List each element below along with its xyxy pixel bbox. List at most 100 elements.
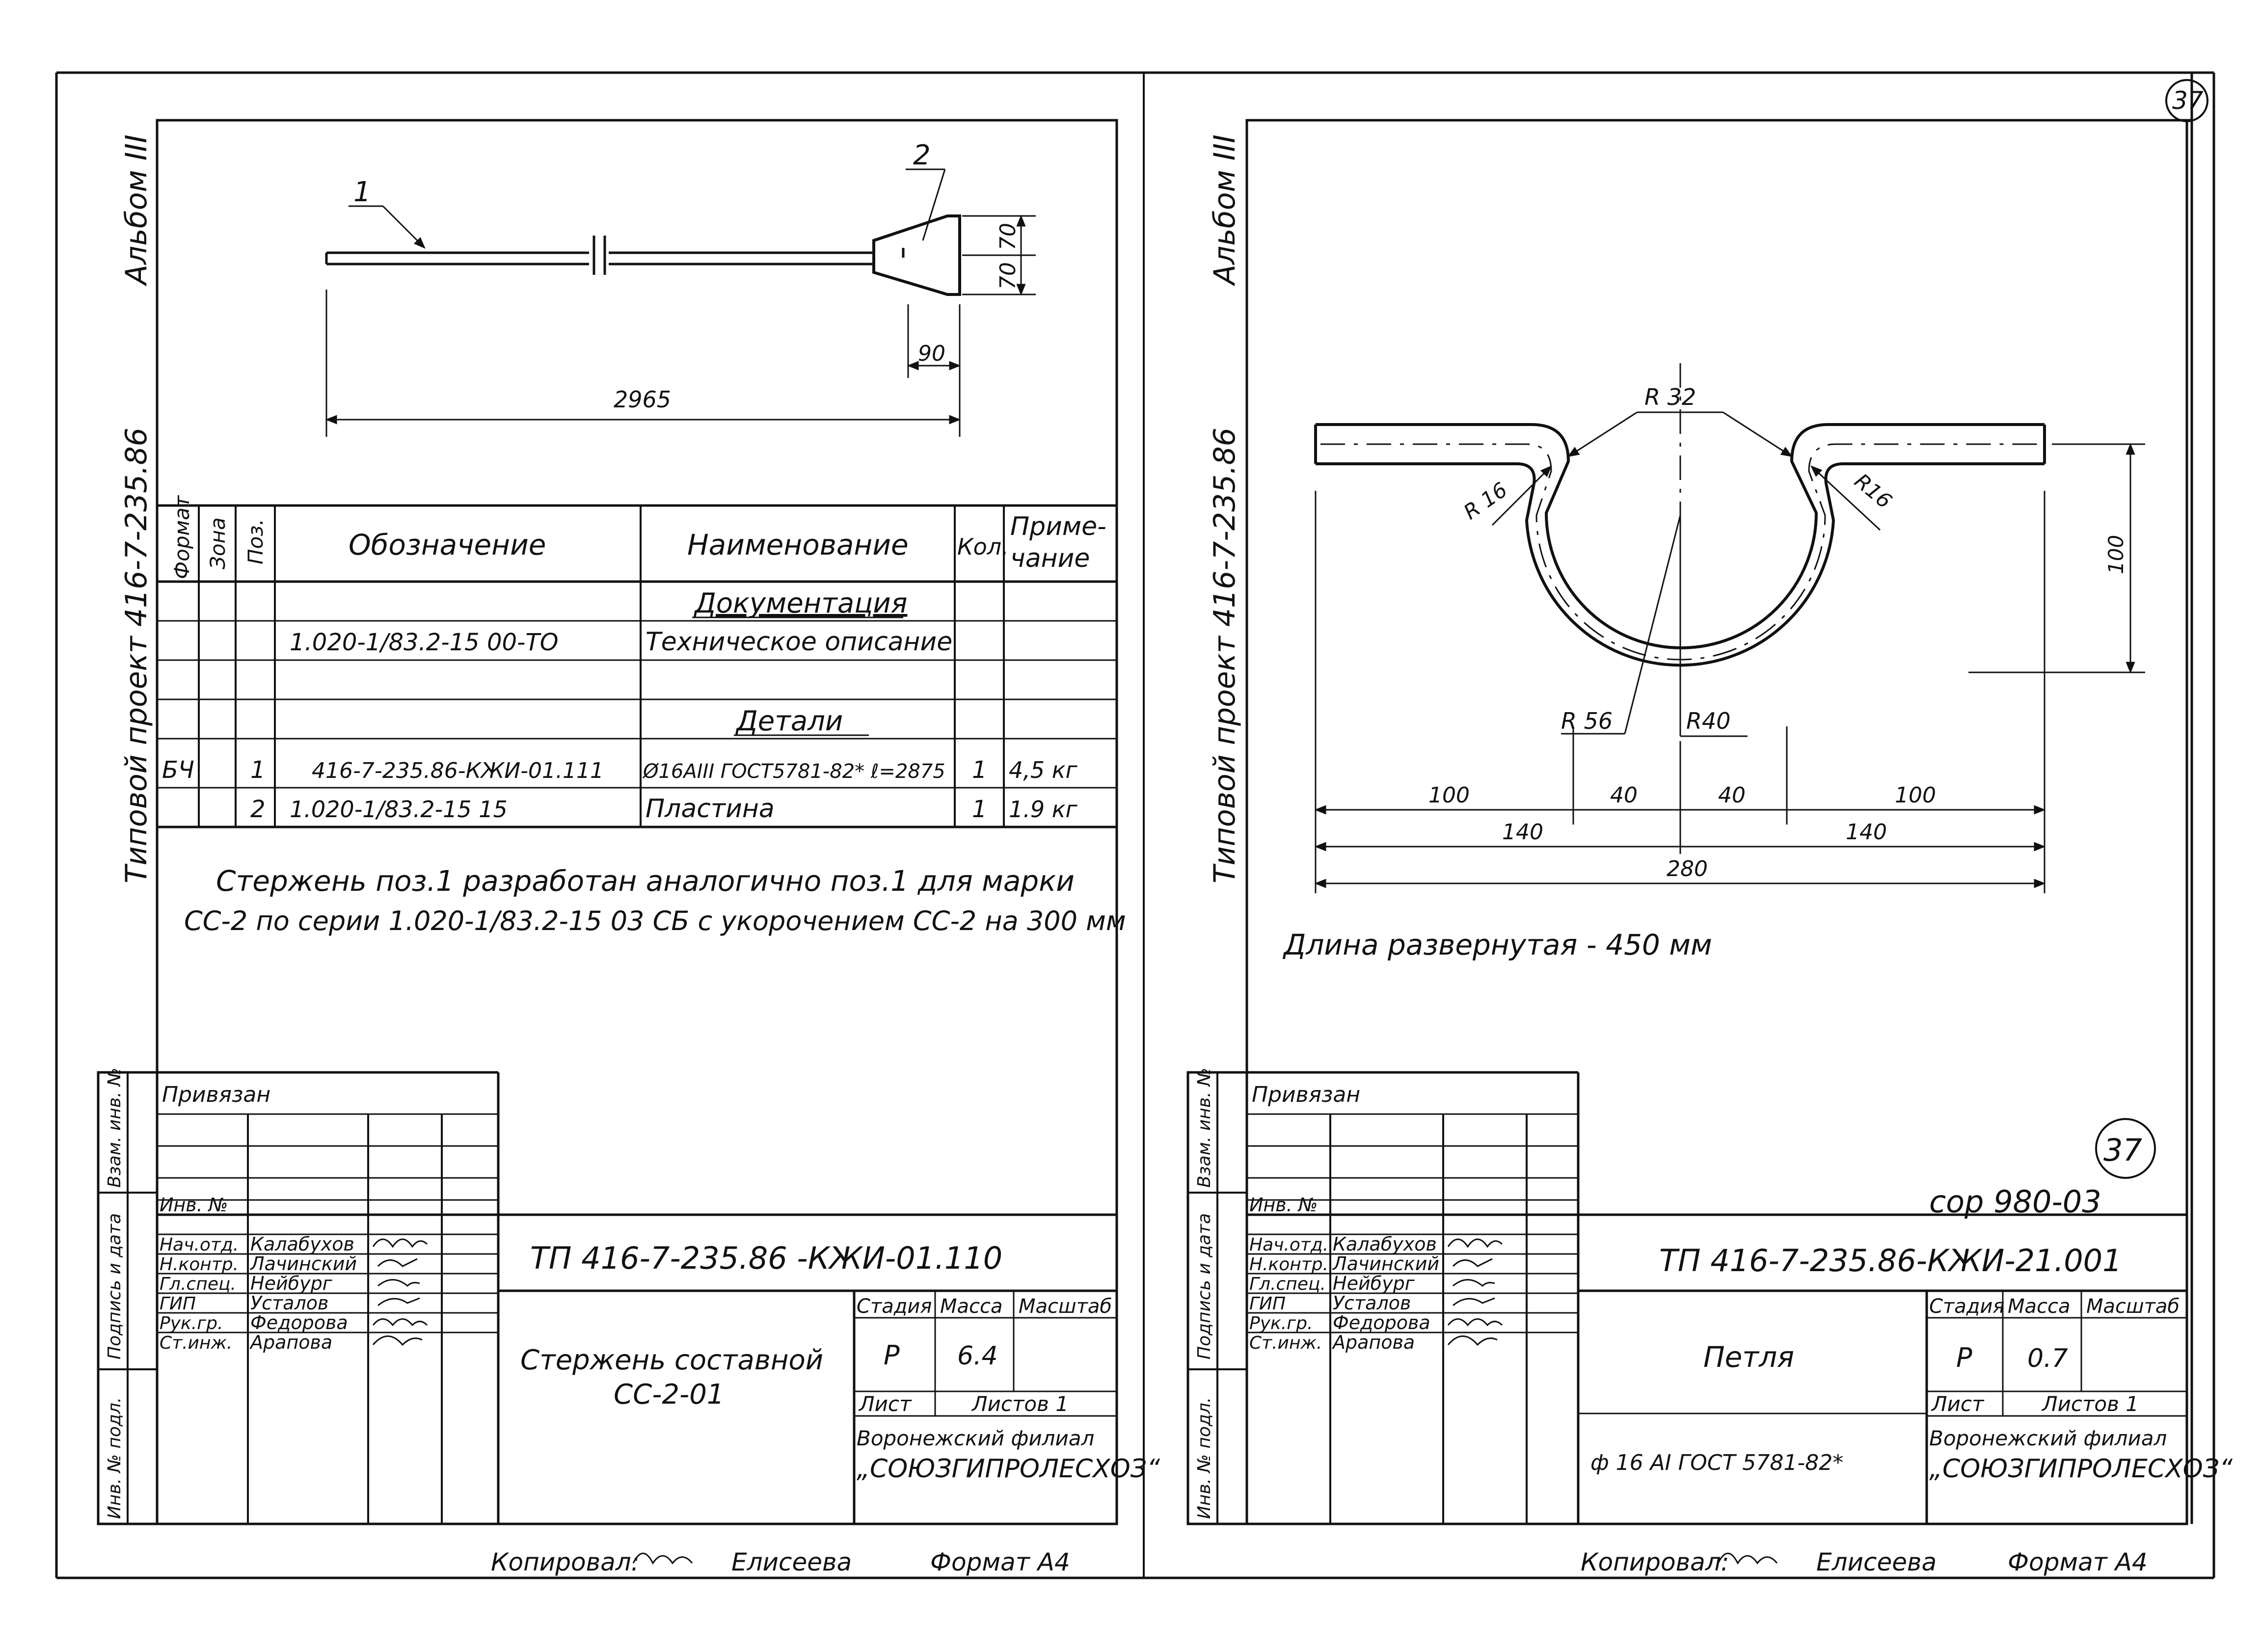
spec-section-docs: Документация xyxy=(693,587,907,619)
right-copied-label: Копировал: xyxy=(1581,1548,1729,1576)
left-sheet-label: Лист xyxy=(858,1392,912,1416)
label-r56: R 56 xyxy=(1561,708,1613,734)
dim-row2-b: 140 xyxy=(1846,820,1887,845)
label-r16-left: R 16 xyxy=(1459,478,1512,524)
right-signers: Нач.отд. Калабухов Н.контр. Лачинский Гл… xyxy=(1249,1233,1439,1353)
spec-head-zone: Зона xyxy=(206,517,230,569)
left-bound-label: Привязан xyxy=(162,1082,270,1107)
right-sheet-label: Лист xyxy=(1931,1392,1985,1416)
left-note-line-2: СС-2 по серии 1.020-1/83.2-15 03 СБ с ук… xyxy=(184,906,1126,936)
spec-row-2-format: БЧ xyxy=(162,756,194,784)
right-format: Формат А4 xyxy=(2008,1548,2148,1576)
right-album-label: Альбом III xyxy=(1208,134,1242,287)
signer-role: Нач.отд. xyxy=(1249,1235,1328,1255)
spec-head-note-2: чание xyxy=(1010,544,1090,573)
signer-role: Гл.спец. xyxy=(160,1274,236,1294)
left-item-line-1: Стержень составной xyxy=(520,1344,823,1376)
signer-name: Лачинский xyxy=(1332,1253,1439,1275)
signer-name: Арапова xyxy=(249,1332,332,1353)
right-mass-label: Масса xyxy=(2008,1295,2071,1318)
signer-name: Нейбург xyxy=(250,1273,333,1294)
page-number-circle xyxy=(2165,79,2208,122)
developed-length: Длина развернутая - 450 мм xyxy=(1282,928,1712,961)
left-side-label-2: Подпись и дата xyxy=(105,1213,125,1359)
right-sheets-label: Листов 1 xyxy=(2041,1392,2139,1416)
left-frame xyxy=(156,119,1118,1525)
right-doc-code: ТП 416-7-235.86-КЖИ-21.001 xyxy=(1659,1243,2122,1279)
signer-role: Рук.гр. xyxy=(160,1313,223,1333)
spec-head-format: Формат xyxy=(170,495,194,579)
left-stage-label: Стадия xyxy=(857,1295,932,1318)
right-side-label-3: Взам. инв. № xyxy=(1194,1068,1214,1188)
left-sheet: Альбом III Типовой проект 416-7-235.86 xyxy=(97,119,1160,1576)
callout-1: 1 xyxy=(353,176,371,208)
signer-role: Ст.инж. xyxy=(160,1333,232,1353)
signer-name: Усталов xyxy=(1333,1292,1411,1314)
signer-role: Н.контр. xyxy=(1249,1254,1328,1275)
signer-name: Нейбург xyxy=(1333,1273,1415,1294)
signer-name: Федорова xyxy=(1333,1312,1430,1333)
left-format: Формат А4 xyxy=(930,1548,1070,1576)
spec-head-note-1: Приме- xyxy=(1010,512,1106,541)
right-material: ф 16 АI ГОСТ 5781-82* xyxy=(1590,1450,1843,1475)
spec-head-designation: Обозначение xyxy=(349,528,546,561)
right-bound-label: Привязан xyxy=(1252,1082,1360,1107)
signer-role: Рук.гр. xyxy=(1249,1313,1313,1333)
rod-drawing xyxy=(325,168,1036,437)
right-frame xyxy=(1245,119,2188,1525)
spec-table xyxy=(157,504,1117,828)
label-r16-right: R16 xyxy=(1850,469,1897,513)
right-side-label-2: Подпись и дата xyxy=(1194,1213,1214,1359)
dim-70-bottom: 70 xyxy=(996,262,1021,290)
dim-2965: 2965 xyxy=(614,386,671,413)
right-inv-label: Инв. № xyxy=(1249,1194,1318,1216)
signer-role: ГИП xyxy=(160,1294,196,1314)
left-stage: Р xyxy=(884,1340,900,1371)
signer-role: Ст.инж. xyxy=(1249,1333,1322,1353)
callout-2: 2 xyxy=(913,139,931,171)
spec-row-3-designation: 1.020-1/83.2-15 15 xyxy=(290,796,508,823)
right-copied-name: Елисеева xyxy=(1816,1548,1937,1576)
dim-row1-c: 40 xyxy=(1718,783,1746,808)
spec-row-2-qty: 1 xyxy=(972,756,987,784)
signer-role: ГИП xyxy=(1249,1294,1286,1314)
left-signatures xyxy=(372,1238,428,1346)
right-scale-label: Масштаб xyxy=(2086,1295,2180,1318)
left-album-label: Альбом III xyxy=(119,134,154,287)
right-org-line-2: „СОЮЗГИПРОЛЕСХОЗ“ xyxy=(1929,1454,2233,1484)
left-copied-signature xyxy=(632,1552,693,1565)
right-mass: 0.7 xyxy=(2027,1344,2068,1373)
loop-drawing xyxy=(1314,363,2145,893)
page-number: 37 xyxy=(2172,86,2204,115)
left-mass-label: Масса xyxy=(940,1295,1003,1318)
left-side-label-1: Инв. № подл. xyxy=(105,1397,125,1519)
loop-outer xyxy=(1316,423,2045,649)
right-project-label: Типовой проект 416-7-235.86 xyxy=(1208,427,1242,883)
left-title-block xyxy=(97,1071,1117,1525)
left-org-line-2: „СОЮЗГИПРОЛЕСХОЗ“ xyxy=(857,1454,1160,1484)
left-doc-code: ТП 416-7-235.86 -КЖИ-01.110 xyxy=(530,1240,1002,1276)
signer-name: Калабухов xyxy=(250,1233,354,1255)
left-mass: 6.4 xyxy=(957,1341,998,1371)
right-sheet: 37 Альбом III Типовой проект 416-7-235.8… xyxy=(1186,73,2233,1576)
dim-100-height: 100 xyxy=(2104,535,2128,574)
spec-row-2-designation: 416-7-235.86-КЖИ-01.111 xyxy=(312,758,604,783)
right-copied-signature xyxy=(1717,1552,1778,1565)
spec-row-3-note: 1.9 кг xyxy=(1009,796,1078,823)
dim-row2-a: 140 xyxy=(1502,820,1543,845)
stamp-circle xyxy=(2095,1118,2156,1179)
spec-row-2-pos: 1 xyxy=(250,756,266,784)
left-side-label-3: Взам. инв. № xyxy=(105,1068,125,1188)
left-item-line-2: СС-2-01 xyxy=(614,1379,725,1411)
dim-row1-d: 100 xyxy=(1895,783,1936,808)
right-stage-label: Стадия xyxy=(1929,1295,2004,1318)
right-stage: Р xyxy=(1956,1342,1972,1373)
dim-70-top: 70 xyxy=(996,223,1021,250)
spec-row-1-name: Техническое описание xyxy=(646,627,952,657)
signer-name: Усталов xyxy=(250,1292,328,1314)
label-r40: R40 xyxy=(1686,708,1731,734)
dim-row1-b: 40 xyxy=(1610,783,1638,808)
spec-row-1-designation: 1.020-1/83.2-15 00-ТО xyxy=(290,629,558,656)
right-title-block xyxy=(1186,1071,2187,1525)
